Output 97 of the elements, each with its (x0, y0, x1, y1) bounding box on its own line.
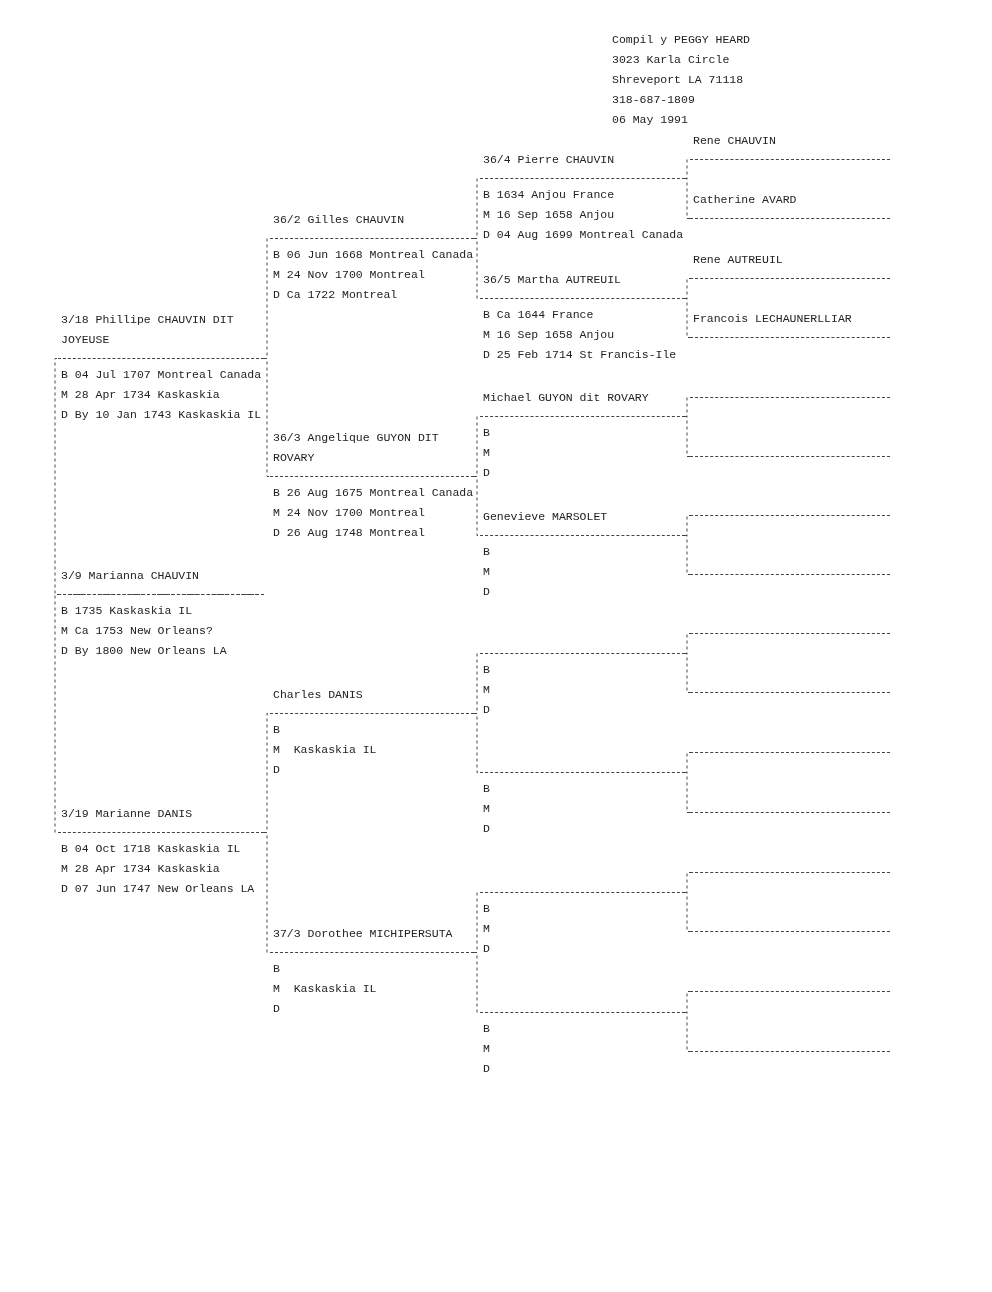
event-line: M 24 Nov 1700 Montreal (272, 505, 426, 521)
header-line: Compil y PEGGY HEARD (612, 32, 751, 48)
person-name: 36/3 Angelique GUYON DIT ROVARY (272, 430, 440, 466)
blank-name-line (690, 872, 890, 873)
event-line: M 28 Apr 1734 Kaskaskia (60, 387, 221, 403)
blank-name-line (690, 991, 890, 992)
person-name: Genevieve MARSOLET (482, 509, 609, 525)
blank-name-line (690, 633, 890, 634)
person-name: 36/4 Pierre CHAUVIN (482, 152, 616, 168)
event-line: M (482, 921, 491, 937)
event-line: B 1735 Kaskaskia IL (60, 603, 194, 619)
person-name: 3/9 Marianna CHAUVIN (60, 568, 201, 584)
event-line: D 25 Feb 1714 St Francis-Ile (482, 347, 678, 363)
blank-name-line (690, 397, 890, 398)
pedigree-connector (684, 416, 691, 457)
event-line: D (482, 1061, 491, 1077)
event-line: M Kaskaskia IL (272, 981, 378, 997)
person-name: 3/19 Marianne DANIS (60, 806, 194, 822)
event-line: D (272, 762, 281, 778)
blank-name-line (690, 1051, 890, 1052)
blank-name-line (690, 692, 890, 693)
event-line: D (482, 465, 491, 481)
event-line: M 28 Apr 1734 Kaskaskia (60, 861, 221, 877)
event-line: D (482, 702, 491, 718)
pedigree-connector (263, 358, 271, 477)
event-line: B 04 Jul 1707 Montreal Canada (60, 367, 263, 383)
event-line: B (482, 1021, 491, 1037)
person-name: 3/18 Phillipe CHAUVIN DIT JOYEUSE (60, 312, 235, 348)
pedigree-connector (473, 892, 481, 953)
pedigree-connector (473, 416, 481, 477)
event-line: D (482, 821, 491, 837)
pedigree-connector (684, 178, 691, 219)
event-line: M (482, 445, 491, 461)
event-line: M (482, 682, 491, 698)
event-line: B Ca 1644 France (482, 307, 595, 323)
event-line: B 26 Aug 1675 Montreal Canada (272, 485, 474, 501)
person-name: Rene CHAUVIN (692, 133, 777, 149)
person-name: 36/2 Gilles CHAUVIN (272, 212, 406, 228)
header-line: 06 May 1991 (612, 112, 689, 128)
event-line: D 26 Aug 1748 Montreal (272, 525, 426, 541)
event-line: B (482, 544, 491, 560)
person-name: Charles DANIS (272, 687, 364, 703)
pedigree-connector (684, 298, 691, 338)
event-line: M 16 Sep 1658 Anjou (482, 207, 616, 223)
event-line: D 07 Jun 1747 New Orleans LA (60, 881, 256, 897)
blank-name-line (690, 574, 890, 575)
pedigree-connector (684, 653, 691, 693)
event-line: M (482, 801, 491, 817)
pedigree-connector (473, 653, 481, 714)
pedigree-connector (263, 713, 271, 833)
header-line: 318-687-1809 (612, 92, 696, 108)
event-line: M (482, 564, 491, 580)
pedigree-connector (473, 952, 481, 1013)
event-line: B (482, 901, 491, 917)
event-line: D Ca 1722 Montreal (272, 287, 399, 303)
event-line: B (272, 961, 281, 977)
blank-name-line (690, 812, 890, 813)
blank-name-line (690, 515, 890, 516)
event-line: B 06 Jun 1668 Montreal Canada (272, 247, 474, 263)
event-line: B (482, 662, 491, 678)
person-name: Catherine AVARD (692, 192, 798, 208)
event-line: D By 10 Jan 1743 Kaskaskia IL (60, 407, 263, 423)
event-line: D By 1800 New Orleans LA (60, 643, 228, 659)
pedigree-connector (473, 238, 481, 299)
pedigree-connector (473, 713, 481, 773)
event-line: D (272, 1001, 281, 1017)
pedigree-connector (263, 832, 271, 953)
event-line: B (272, 722, 281, 738)
event-line: B 1634 Anjou France (482, 187, 616, 203)
blank-name-line (690, 752, 890, 753)
person-name: Francois LECHAUNERLLIAR (692, 311, 853, 327)
blank-name-line (690, 931, 890, 932)
event-line: D 04 Aug 1699 Montreal Canada (482, 227, 685, 243)
event-line: B (482, 425, 491, 441)
person-name: 36/5 Martha AUTREUIL (482, 272, 623, 288)
pedigree-connector (473, 178, 481, 239)
person-name: Rene AUTREUIL (692, 252, 784, 268)
blank-name-line (690, 456, 890, 457)
person-name: Michael GUYON dit ROVARY (482, 390, 650, 406)
event-line: D (482, 941, 491, 957)
pedigree-connector (684, 892, 691, 932)
event-line: M 16 Sep 1658 Anjou (482, 327, 616, 343)
pedigree-connector (684, 772, 691, 813)
header-line: 3023 Karla Circle (612, 52, 731, 68)
event-line: M (482, 1041, 491, 1057)
pedigree-connector (473, 476, 481, 536)
event-line: D (482, 584, 491, 600)
pedigree-connector (684, 1012, 691, 1052)
person-name: 37/3 Dorothee MICHIPERSUTA (272, 926, 454, 942)
event-line: B (482, 781, 491, 797)
header-line: Shreveport LA 71118 (612, 72, 745, 88)
event-line: M Kaskaskia IL (272, 742, 378, 758)
event-line: B 04 Oct 1718 Kaskaskia IL (60, 841, 242, 857)
event-line: M 24 Nov 1700 Montreal (272, 267, 426, 283)
pedigree-connector (263, 238, 271, 359)
event-line: M Ca 1753 New Orleans? (60, 623, 214, 639)
pedigree-connector (684, 535, 691, 575)
